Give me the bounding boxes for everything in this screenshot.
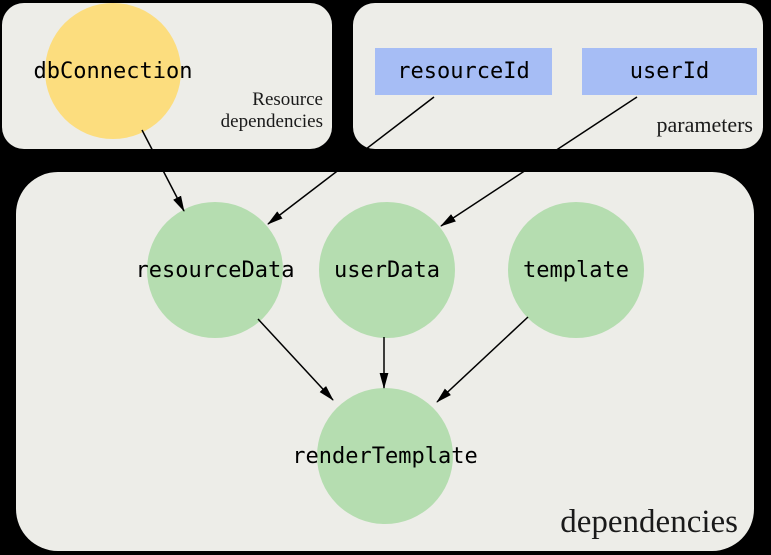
node-dbconnection: dbConnection	[34, 3, 192, 139]
node-dbconnection-label: dbConnection	[33, 58, 193, 84]
node-userdata: userData	[319, 202, 455, 338]
node-rendertemplate: renderTemplate	[292, 388, 478, 524]
group-label-parameters: parameters	[656, 111, 754, 137]
node-resourcedata-label: resourceData	[135, 257, 295, 283]
node-userdata-label: userData	[334, 257, 440, 283]
group-label-resource-dependencies: Resource dependencies	[221, 89, 323, 133]
group-label-resource-line2: dependencies	[220, 110, 323, 132]
node-userid: userId	[582, 48, 757, 95]
group-label-dependencies: dependencies	[560, 504, 738, 540]
node-rendertemplate-label: renderTemplate	[292, 443, 478, 469]
node-resourceid-label: resourceId	[397, 59, 530, 84]
node-userid-label: userId	[629, 59, 710, 84]
node-template-label: template	[523, 257, 629, 283]
panel-parameters: resourceId userId parameters	[353, 3, 763, 149]
panel-dependencies: resourceData userData template renderTem…	[16, 172, 754, 551]
group-label-resource-line1: Resource	[252, 88, 323, 110]
panel-resource-dependencies: dbConnection Resource dependencies	[2, 3, 332, 149]
node-resourcedata: resourceData	[136, 202, 294, 338]
node-resourceid: resourceId	[375, 48, 552, 95]
node-template: template	[508, 202, 644, 338]
